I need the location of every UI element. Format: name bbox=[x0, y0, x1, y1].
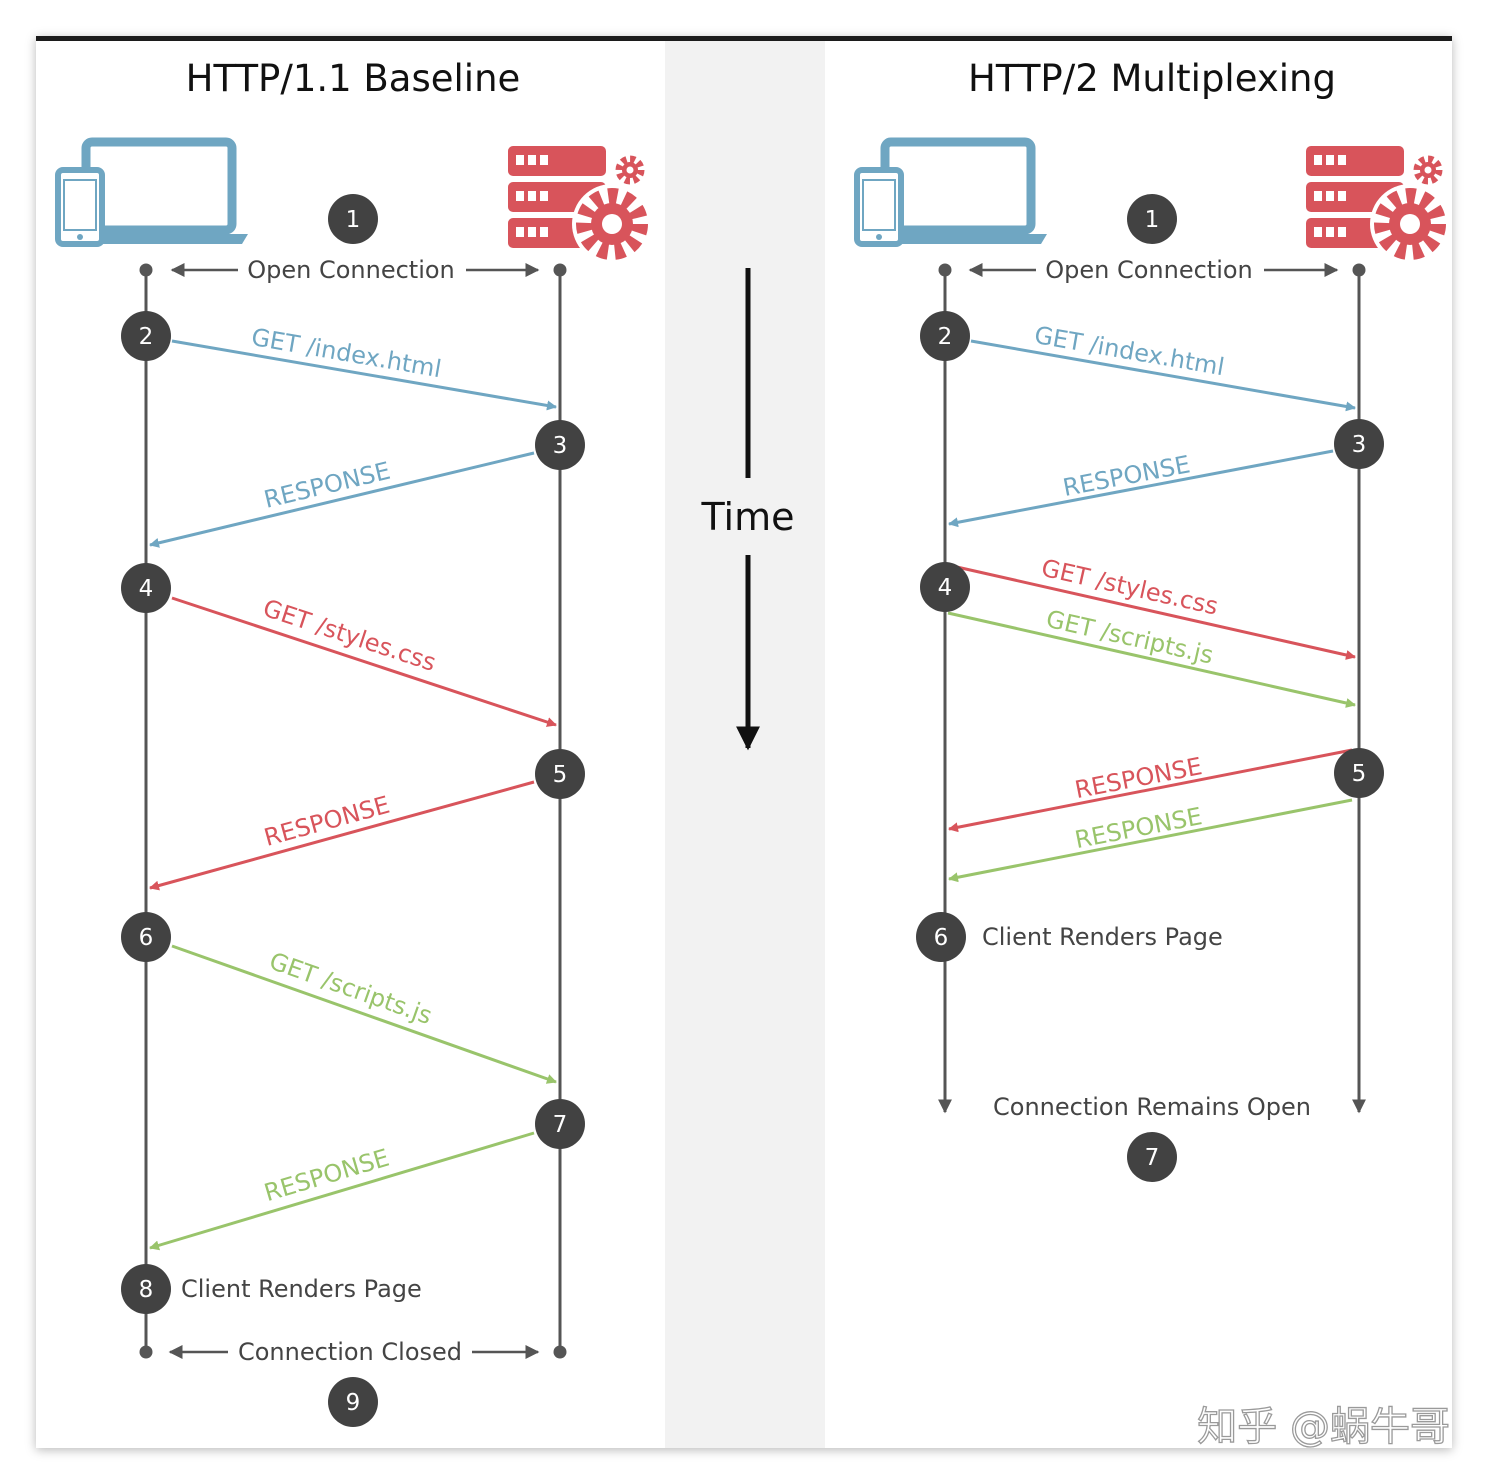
step-2-node: 2 bbox=[920, 311, 970, 361]
http2-panel: HTTP/2 Multiplexing Open Connection GET … bbox=[857, 57, 1450, 1182]
response-index-label: RESPONSE bbox=[261, 457, 393, 514]
lifeline-dot bbox=[139, 263, 153, 277]
step-8-node: 8 bbox=[121, 1264, 171, 1314]
response-index-arrow bbox=[149, 451, 535, 548]
devices-icon bbox=[58, 142, 248, 244]
http-comparison-diagram: HTTP/1.1 Baseline Open Connection GET /i… bbox=[36, 41, 1452, 1448]
svg-text:6: 6 bbox=[934, 925, 949, 951]
lifeline-dot bbox=[1352, 263, 1366, 277]
get-index-label: GET /index.html bbox=[249, 323, 443, 383]
response-index-label: RESPONSE bbox=[1061, 450, 1193, 502]
response-styles-arrow bbox=[948, 748, 1353, 833]
svg-text:3: 3 bbox=[553, 433, 568, 459]
middle-band bbox=[665, 41, 825, 1448]
time-axis: Time bbox=[701, 268, 795, 751]
response-scripts-arrow bbox=[149, 1131, 535, 1251]
response-scripts-arrow bbox=[948, 798, 1353, 883]
server-gear-icon bbox=[508, 146, 652, 264]
svg-text:9: 9 bbox=[346, 1390, 361, 1416]
get-index-arrow bbox=[970, 339, 1356, 412]
svg-text:1: 1 bbox=[346, 207, 361, 233]
client-renders-label: Client Renders Page bbox=[181, 1275, 422, 1303]
response-styles-arrow bbox=[149, 780, 535, 891]
step-2-node: 2 bbox=[121, 311, 171, 361]
devices-icon bbox=[857, 142, 1047, 244]
lifeline-dot bbox=[553, 1345, 567, 1359]
svg-text:2: 2 bbox=[139, 324, 154, 350]
svg-text:7: 7 bbox=[1145, 1145, 1160, 1171]
connection-closed-label: Connection Closed bbox=[238, 1338, 462, 1366]
get-index-arrow bbox=[171, 339, 557, 411]
svg-text:1: 1 bbox=[1145, 207, 1160, 233]
server-gear-icon bbox=[1306, 146, 1450, 264]
step-6-node: 6 bbox=[916, 912, 966, 962]
step-5-node: 5 bbox=[535, 749, 585, 799]
svg-text:3: 3 bbox=[1352, 432, 1367, 458]
open-connection-label: Open Connection bbox=[247, 256, 455, 284]
step-9-node: 9 bbox=[328, 1377, 378, 1427]
watermark-text: 知乎 @蜗牛哥 bbox=[1197, 1404, 1450, 1448]
open-connection-label: Open Connection bbox=[1045, 256, 1253, 284]
step-3-node: 3 bbox=[1334, 419, 1384, 469]
svg-text:2: 2 bbox=[938, 324, 953, 350]
get-scripts-arrow bbox=[171, 944, 557, 1084]
step-7-node: 7 bbox=[1127, 1132, 1177, 1182]
get-styles-arrow bbox=[947, 563, 1356, 660]
step-4-node: 4 bbox=[920, 562, 970, 612]
connection-remains-open-label: Connection Remains Open bbox=[993, 1093, 1311, 1121]
step-6-node: 6 bbox=[121, 912, 171, 962]
step-5-node: 5 bbox=[1334, 748, 1384, 798]
get-scripts-arrow bbox=[947, 611, 1356, 708]
step-1-node: 1 bbox=[1127, 194, 1177, 244]
step-4-node: 4 bbox=[121, 563, 171, 613]
response-styles-label: RESPONSE bbox=[261, 791, 393, 852]
response-scripts-label: RESPONSE bbox=[1073, 802, 1205, 854]
step-3-node: 3 bbox=[535, 420, 585, 470]
svg-text:4: 4 bbox=[938, 575, 953, 601]
get-styles-arrow bbox=[171, 596, 557, 727]
time-label: Time bbox=[701, 495, 795, 539]
get-index-label: GET /index.html bbox=[1032, 321, 1226, 381]
svg-text:4: 4 bbox=[139, 576, 154, 602]
http2-title: HTTP/2 Multiplexing bbox=[968, 57, 1336, 100]
lifeline-dot bbox=[139, 1345, 153, 1359]
client-renders-label: Client Renders Page bbox=[982, 923, 1223, 951]
http1-panel: HTTP/1.1 Baseline Open Connection GET /i… bbox=[58, 57, 652, 1427]
lifeline-dot bbox=[553, 263, 567, 277]
svg-text:5: 5 bbox=[1352, 761, 1367, 787]
diagram-card: HTTP/1.1 Baseline Open Connection GET /i… bbox=[36, 36, 1452, 1448]
svg-text:6: 6 bbox=[139, 925, 154, 951]
svg-text:5: 5 bbox=[553, 762, 568, 788]
svg-text:7: 7 bbox=[553, 1112, 568, 1138]
step-1-node: 1 bbox=[328, 194, 378, 244]
http1-title: HTTP/1.1 Baseline bbox=[186, 57, 521, 100]
svg-text:8: 8 bbox=[139, 1277, 154, 1303]
response-styles-label: RESPONSE bbox=[1073, 752, 1205, 804]
response-scripts-label: RESPONSE bbox=[261, 1144, 392, 1208]
response-index-arrow bbox=[948, 449, 1334, 528]
step-7-node: 7 bbox=[535, 1099, 585, 1149]
lifeline-dot bbox=[938, 263, 952, 277]
